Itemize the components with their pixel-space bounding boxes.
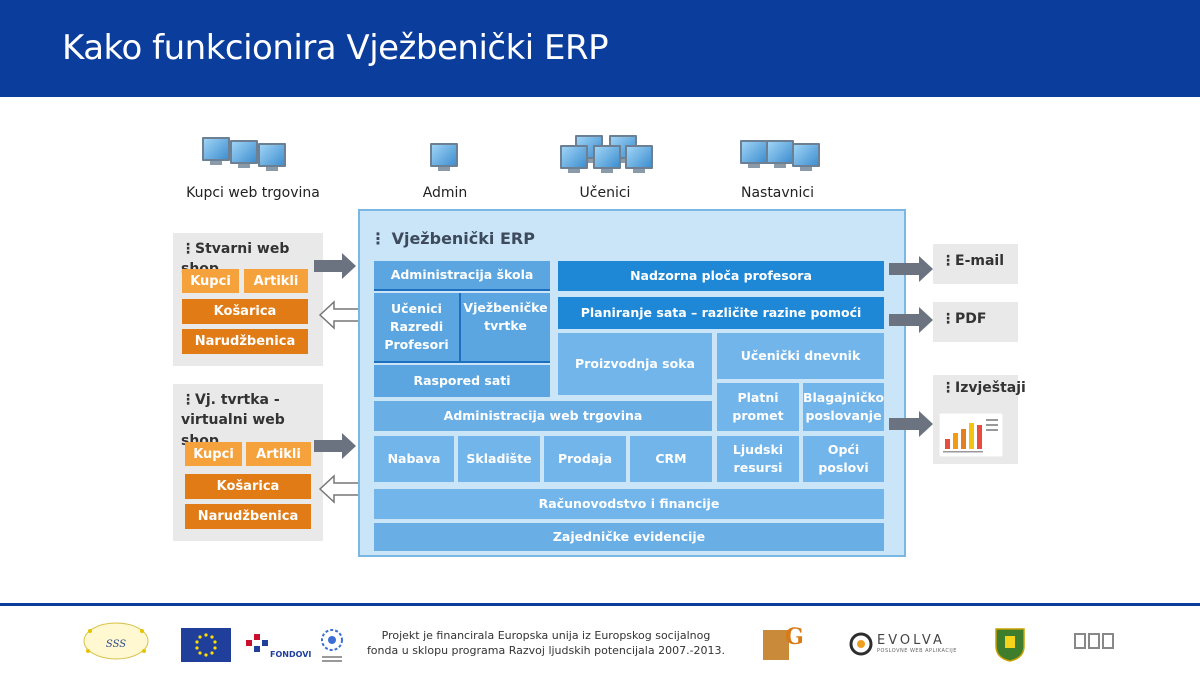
narudzbenica-box: Narudžbenica [182,329,308,354]
fondovi-logo: FONDOVI [246,630,311,664]
fondovi-mark-icon [246,634,268,652]
svg-text:G: G [785,624,803,650]
erp-system-panel: ⋮ Vježbenički ERP Administracija škola U… [358,209,906,557]
user-group-admin: Admin [400,137,490,207]
user-group-nastavnici: Nastavnici [720,137,835,207]
user-group-label: Učenici [579,185,631,201]
izvjestaji-output: ⋮Izvještaji [933,375,1026,464]
user-group-kupci: Kupci web trgovina [168,137,338,207]
email-output: ⋮E-mail [933,244,1018,284]
partner-logo-icon [1074,633,1114,649]
artikli-box: Artikli [246,442,311,466]
kupci-box: Kupci [185,442,242,466]
module-nabava: Nabava [374,436,454,482]
module-administracija-web-trgovina: Administracija web trgovina [374,401,712,431]
pdf-output: ⋮PDF [933,302,1018,342]
arrow-right-icon [889,307,933,333]
svg-text:SSS: SSS [106,639,126,650]
report-chart-icon [939,413,1003,457]
evolva-label: EVOLVA [877,633,945,648]
virtual-web-shop-title: ⋮Vj. tvrtka -virtualni web shop [181,392,285,449]
artikli-box: Artikli [244,269,308,293]
arrow-right-icon [314,253,356,279]
module-proizvodnja-soka: Proizvodnja soka [558,333,712,395]
izvjestaji-label: ⋮Izvještaji [941,380,1026,396]
email-label: ⋮E-mail [941,253,1005,269]
kosarica-box: Košarica [185,474,311,499]
module-planiranje-sata: Planiranje sata – različite razine pomoć… [558,297,884,329]
header-bar: Kako funkcionira Vježbenički ERP [0,0,1200,97]
module-racunovodstvo: Računovodstvo i financije [374,489,884,519]
module-administracija-skola: Administracija škola [374,261,550,291]
gsk-logo-icon: G [763,624,803,660]
module-raspored-sati: Raspored sati [374,365,550,397]
footer-funding-text: Projekt je financirala Europska unija iz… [366,629,726,657]
eu-flag-icon [181,628,231,662]
narudzbenica-box: Narudžbenica [185,504,311,529]
sss-logo-icon: SSS [83,622,149,660]
real-web-shop-panel: ⋮Stvarni web shop Kupci Artikli Košarica… [173,233,323,366]
arrow-right-icon [889,411,933,437]
erp-title: ⋮ Vježbenički ERP [370,229,535,248]
arrow-right-icon [889,256,933,282]
module-ucenicki-dnevnik: Učenički dnevnik [717,333,884,379]
module-nadzorna-ploca: Nadzorna ploča profesora [558,261,884,291]
pdf-label: ⋮PDF [941,311,987,327]
arrow-right-icon [314,433,356,459]
virtual-web-shop-panel: ⋮Vj. tvrtka -virtualni web shop Kupci Ar… [173,384,323,541]
ministry-logo-icon [321,629,343,662]
module-crm: CRM [630,436,712,482]
user-group-label: Nastavnici [740,185,815,201]
user-group-label: Kupci web trgovina [186,185,320,201]
page-title: Kako funkcionira Vježbenički ERP [62,28,609,68]
evolva-sub-label: POSLOVNE WEB APLIKACIJE [877,648,957,654]
user-group-ucenici: Učenici [545,135,665,207]
fondovi-label: FONDOVI [270,650,312,659]
coat-of-arms-icon [995,628,1025,662]
arrow-left-icon [318,300,363,330]
user-group-label: Admin [422,185,468,201]
module-prodaja: Prodaja [544,436,626,482]
module-zajednicke-evidencije: Zajedničke evidencije [374,523,884,551]
kupci-box: Kupci [182,269,239,293]
kosarica-box: Košarica [182,299,308,324]
arrow-left-icon [318,474,363,504]
evolva-logo-icon [849,632,873,656]
module-skladiste: Skladište [458,436,540,482]
footer-divider [0,603,1200,606]
